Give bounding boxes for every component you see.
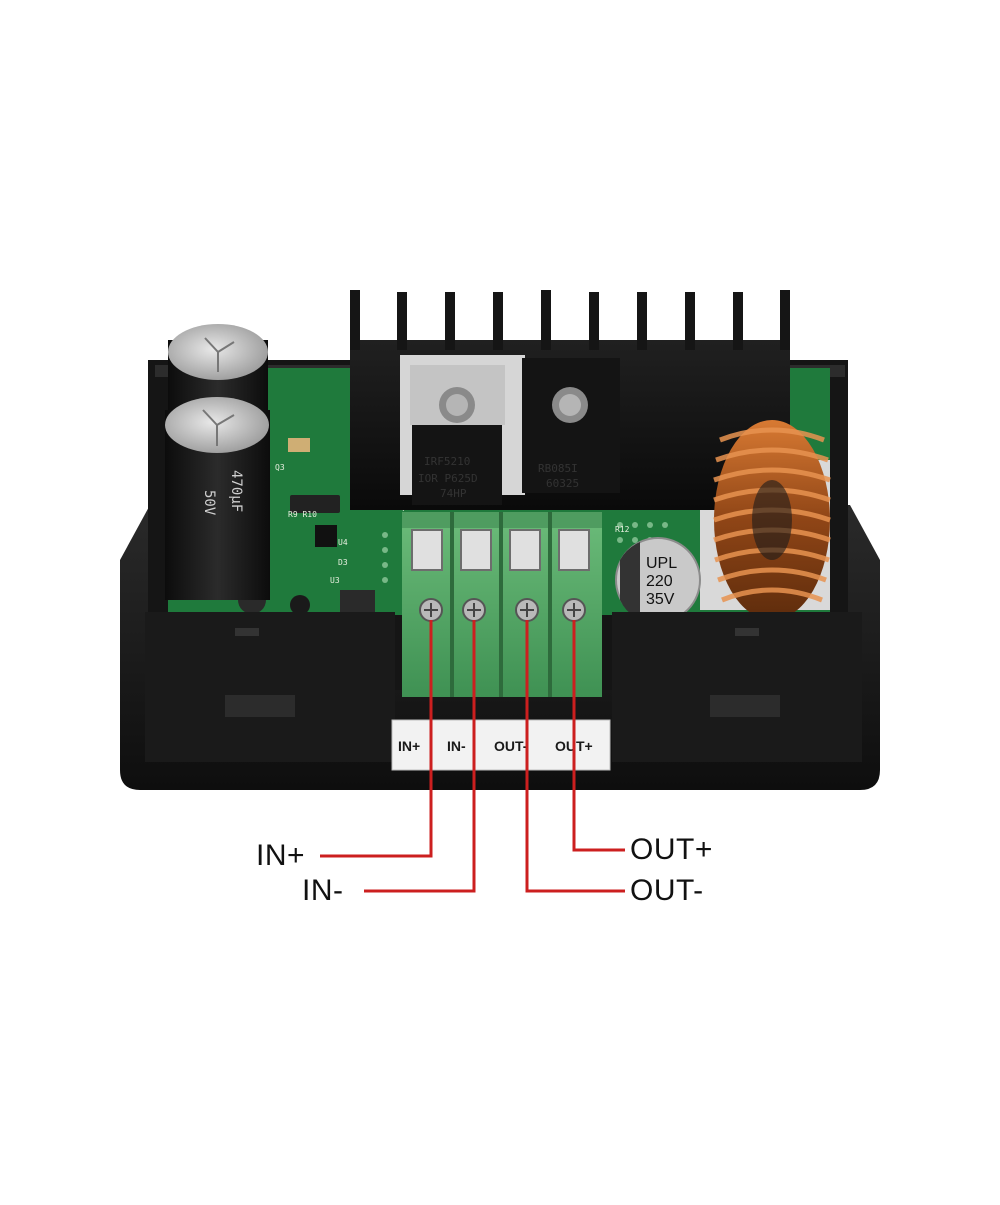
mosfet-right: RB085I 60325 (522, 358, 620, 493)
front-bezel (145, 612, 862, 762)
small-cap-line2: 220 (646, 573, 673, 590)
mosfet-right-line1: RB085I (538, 462, 578, 475)
wire-out-minus (525, 620, 625, 893)
svg-text:R9 R10: R9 R10 (288, 510, 317, 519)
svg-text:U3: U3 (330, 576, 340, 585)
label-in-minus: IN- (447, 738, 466, 754)
wire-out-plus (572, 620, 625, 852)
mosfet-left-line3: 74HP (440, 487, 467, 500)
label-out-minus: OUT- (494, 738, 528, 754)
toroid-inductor (713, 420, 831, 620)
mosfet-left-line1: IRF5210 (424, 455, 470, 468)
svg-text:Q3: Q3 (275, 463, 285, 472)
electrolytic-capacitor-front: 470μF 50V (165, 397, 270, 600)
svg-text:U4: U4 (338, 538, 348, 547)
callout-in-minus: IN- (302, 874, 344, 907)
terminal-block (402, 512, 602, 697)
wire-in-plus (320, 620, 433, 858)
callout-in-plus: IN+ (256, 839, 306, 872)
terminal-label-strip: IN+ IN- OUT- OUT+ (391, 719, 611, 771)
mosfet-left: IRF5210 IOR P625D 74HP (410, 365, 505, 505)
callout-out-minus: OUT- (630, 874, 704, 907)
svg-text:D3: D3 (338, 558, 348, 567)
big-cap-line2: 50V (201, 490, 217, 516)
callout-out-plus: OUT+ (630, 833, 713, 866)
wire-in-minus (364, 620, 476, 893)
callout-wires (320, 620, 625, 893)
small-capacitor: UPL 220 35V (615, 537, 701, 623)
small-cap-line1: UPL (646, 555, 677, 572)
small-cap-line3: 35V (646, 591, 675, 608)
terminal-screws (419, 598, 586, 622)
big-cap-line1: 470μF (228, 470, 244, 512)
svg-text:R12: R12 (615, 525, 630, 534)
mosfet-right-line2: 60325 (546, 477, 579, 490)
mosfet-left-line2: IOR P625D (418, 472, 478, 485)
label-in-plus: IN+ (398, 738, 420, 754)
